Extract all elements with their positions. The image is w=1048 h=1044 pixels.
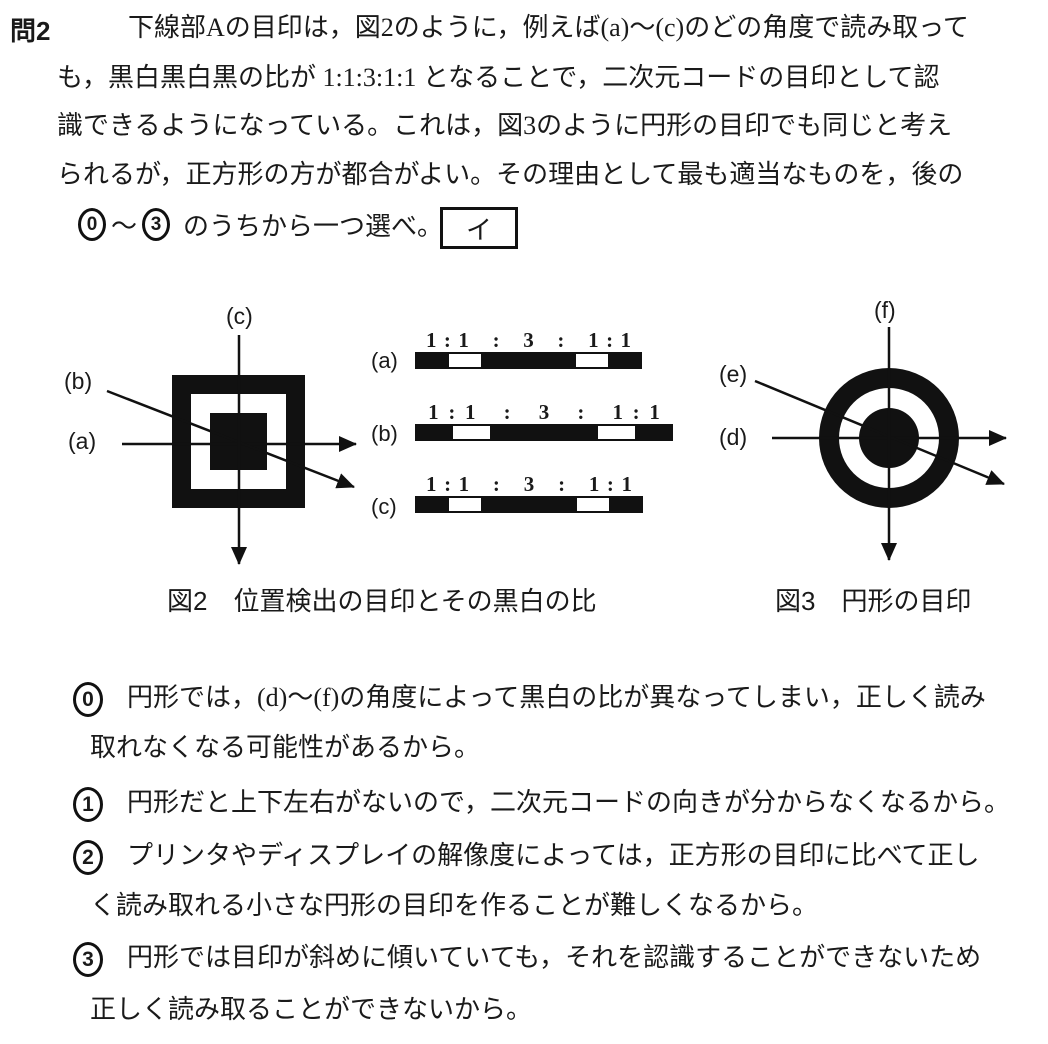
circled-number-3: 3 <box>142 208 171 241</box>
ratio-number: 1 <box>465 400 476 424</box>
ratio-number: 3 <box>538 400 550 424</box>
ratio-number: 1 <box>620 328 632 352</box>
answer-blank-label: イ <box>465 214 492 245</box>
ratio-bar-c-strip <box>415 496 643 513</box>
ratio-number: 1 <box>458 328 469 352</box>
ratio-bar-a-label: (a) <box>371 348 398 373</box>
figure2-square-white-ring <box>191 394 286 489</box>
question-number: 問2 <box>10 16 51 46</box>
figure2-square-center <box>210 413 267 470</box>
ratio-number: 1 <box>649 400 660 424</box>
ratio-number: 1 <box>621 472 632 496</box>
black-segment <box>634 426 671 439</box>
ratio-colon: : <box>448 400 456 424</box>
question-line: も，黒白黒白黒の比が 1:1:3:1:1 となることで，二次元コードの目印として… <box>57 63 940 92</box>
ratio-number: 1 <box>588 472 600 496</box>
choice-0-number: 0 <box>73 682 103 717</box>
figure3-label-d: (d) <box>719 424 748 450</box>
figure2-square-outer-ring <box>172 375 305 508</box>
figure3-circle-outer-ring <box>819 368 959 508</box>
ratio-number: 1 <box>425 328 437 352</box>
figure3-label-f: (f) <box>874 297 896 323</box>
ratio-bar-c-label: (c) <box>371 494 397 519</box>
choice-1-text: 円形だと上下左右がないので，二次元コードの向きが分からなくなるから。 <box>127 788 1010 817</box>
figure2-label-b: (b) <box>64 368 93 394</box>
question-select-line: 0 ～ 3 のうちから一つ選べ。 <box>78 206 443 243</box>
question-line: 下線部Aの目印は，図2のように，例えば(a)～(c)のどの角度で読み取って <box>128 13 969 42</box>
ratio-bar-b-label: (b) <box>371 421 398 446</box>
ratio-number: 1 <box>588 328 599 352</box>
ratio-colon: : <box>492 472 500 496</box>
figure3-circle-center <box>859 408 919 468</box>
choice-3-number: 3 <box>73 942 103 977</box>
ratio-colon: : <box>503 400 511 424</box>
white-segment <box>448 354 481 367</box>
ratio-bar-b-strip <box>415 424 673 441</box>
ratio-colon: : <box>444 472 452 496</box>
white-segment <box>449 498 481 511</box>
ratio-colon: : <box>577 400 585 424</box>
white-segment <box>577 498 609 511</box>
ratio-colon: : <box>492 328 500 352</box>
ratio-colon: : <box>606 472 614 496</box>
black-segment <box>417 498 449 511</box>
choice-2-text: く読み取れる小さな円形の目印を作ることが難しくなるから。 <box>90 891 819 920</box>
black-segment <box>609 498 641 511</box>
ratio-colon: : <box>558 472 566 496</box>
ratio-colon: : <box>557 328 565 352</box>
ratio-number: 1 <box>612 400 623 424</box>
figure2-label-c: (c) <box>226 303 253 329</box>
ratio-colon: : <box>606 328 614 352</box>
choice-2-text: プリンタやディスプレイの解像度によっては，正方形の目印に比べて正し <box>127 841 980 870</box>
ratio-colon: : <box>632 400 640 424</box>
black-segment <box>481 498 577 511</box>
ratio-number: 3 <box>523 472 535 496</box>
choice-1-number: 1 <box>73 787 103 822</box>
ratio-number: 1 <box>426 472 437 496</box>
choice-2-number: 2 <box>73 840 103 875</box>
figure3-circle-white-ring <box>839 388 939 488</box>
circled-number-0: 0 <box>78 208 106 241</box>
answer-blank-box: イ <box>440 207 518 249</box>
figure2-caption: 図2 位置検出の目印とその黒白の比 <box>167 586 597 616</box>
ratio-number: 1 <box>458 472 470 496</box>
question-line: 識できるようになっている。これは，図3のように円形の目印でも同じと考え <box>57 111 953 140</box>
tilde: ～ <box>111 212 138 241</box>
select-instruction: のうちから一つ選べ。 <box>183 212 444 241</box>
choice-3-text: 正しく読み取ることができないから。 <box>90 995 533 1024</box>
ratio-number: 1 <box>428 400 439 424</box>
black-segment <box>417 426 454 439</box>
white-segment <box>598 426 635 439</box>
white-segment <box>576 354 609 367</box>
choice-0-text: 円形では，(d)～(f)の角度によって黒白の比が異なってしまい，正しく読み <box>127 683 986 712</box>
choice-3-text: 円形では目印が斜めに傾いていても，それを認識することができないため <box>127 943 982 972</box>
choice-0-text: 取れなくなる可能性があるから。 <box>90 733 481 762</box>
figure3-caption: 図3 円形の目印 <box>775 586 972 616</box>
question-line: られるが，正方形の方が都合がよい。その理由として最も適当なものを，後の <box>57 160 964 189</box>
black-segment <box>480 354 577 367</box>
black-segment <box>489 426 599 439</box>
black-segment <box>417 354 449 367</box>
figure3-label-e: (e) <box>719 361 748 387</box>
black-segment <box>608 354 641 367</box>
figure2-label-a: (a) <box>68 428 97 454</box>
ratio-bar-a-strip <box>415 352 642 369</box>
white-segment <box>453 426 490 439</box>
ratio-colon: : <box>443 328 451 352</box>
ratio-number: 3 <box>523 328 534 352</box>
